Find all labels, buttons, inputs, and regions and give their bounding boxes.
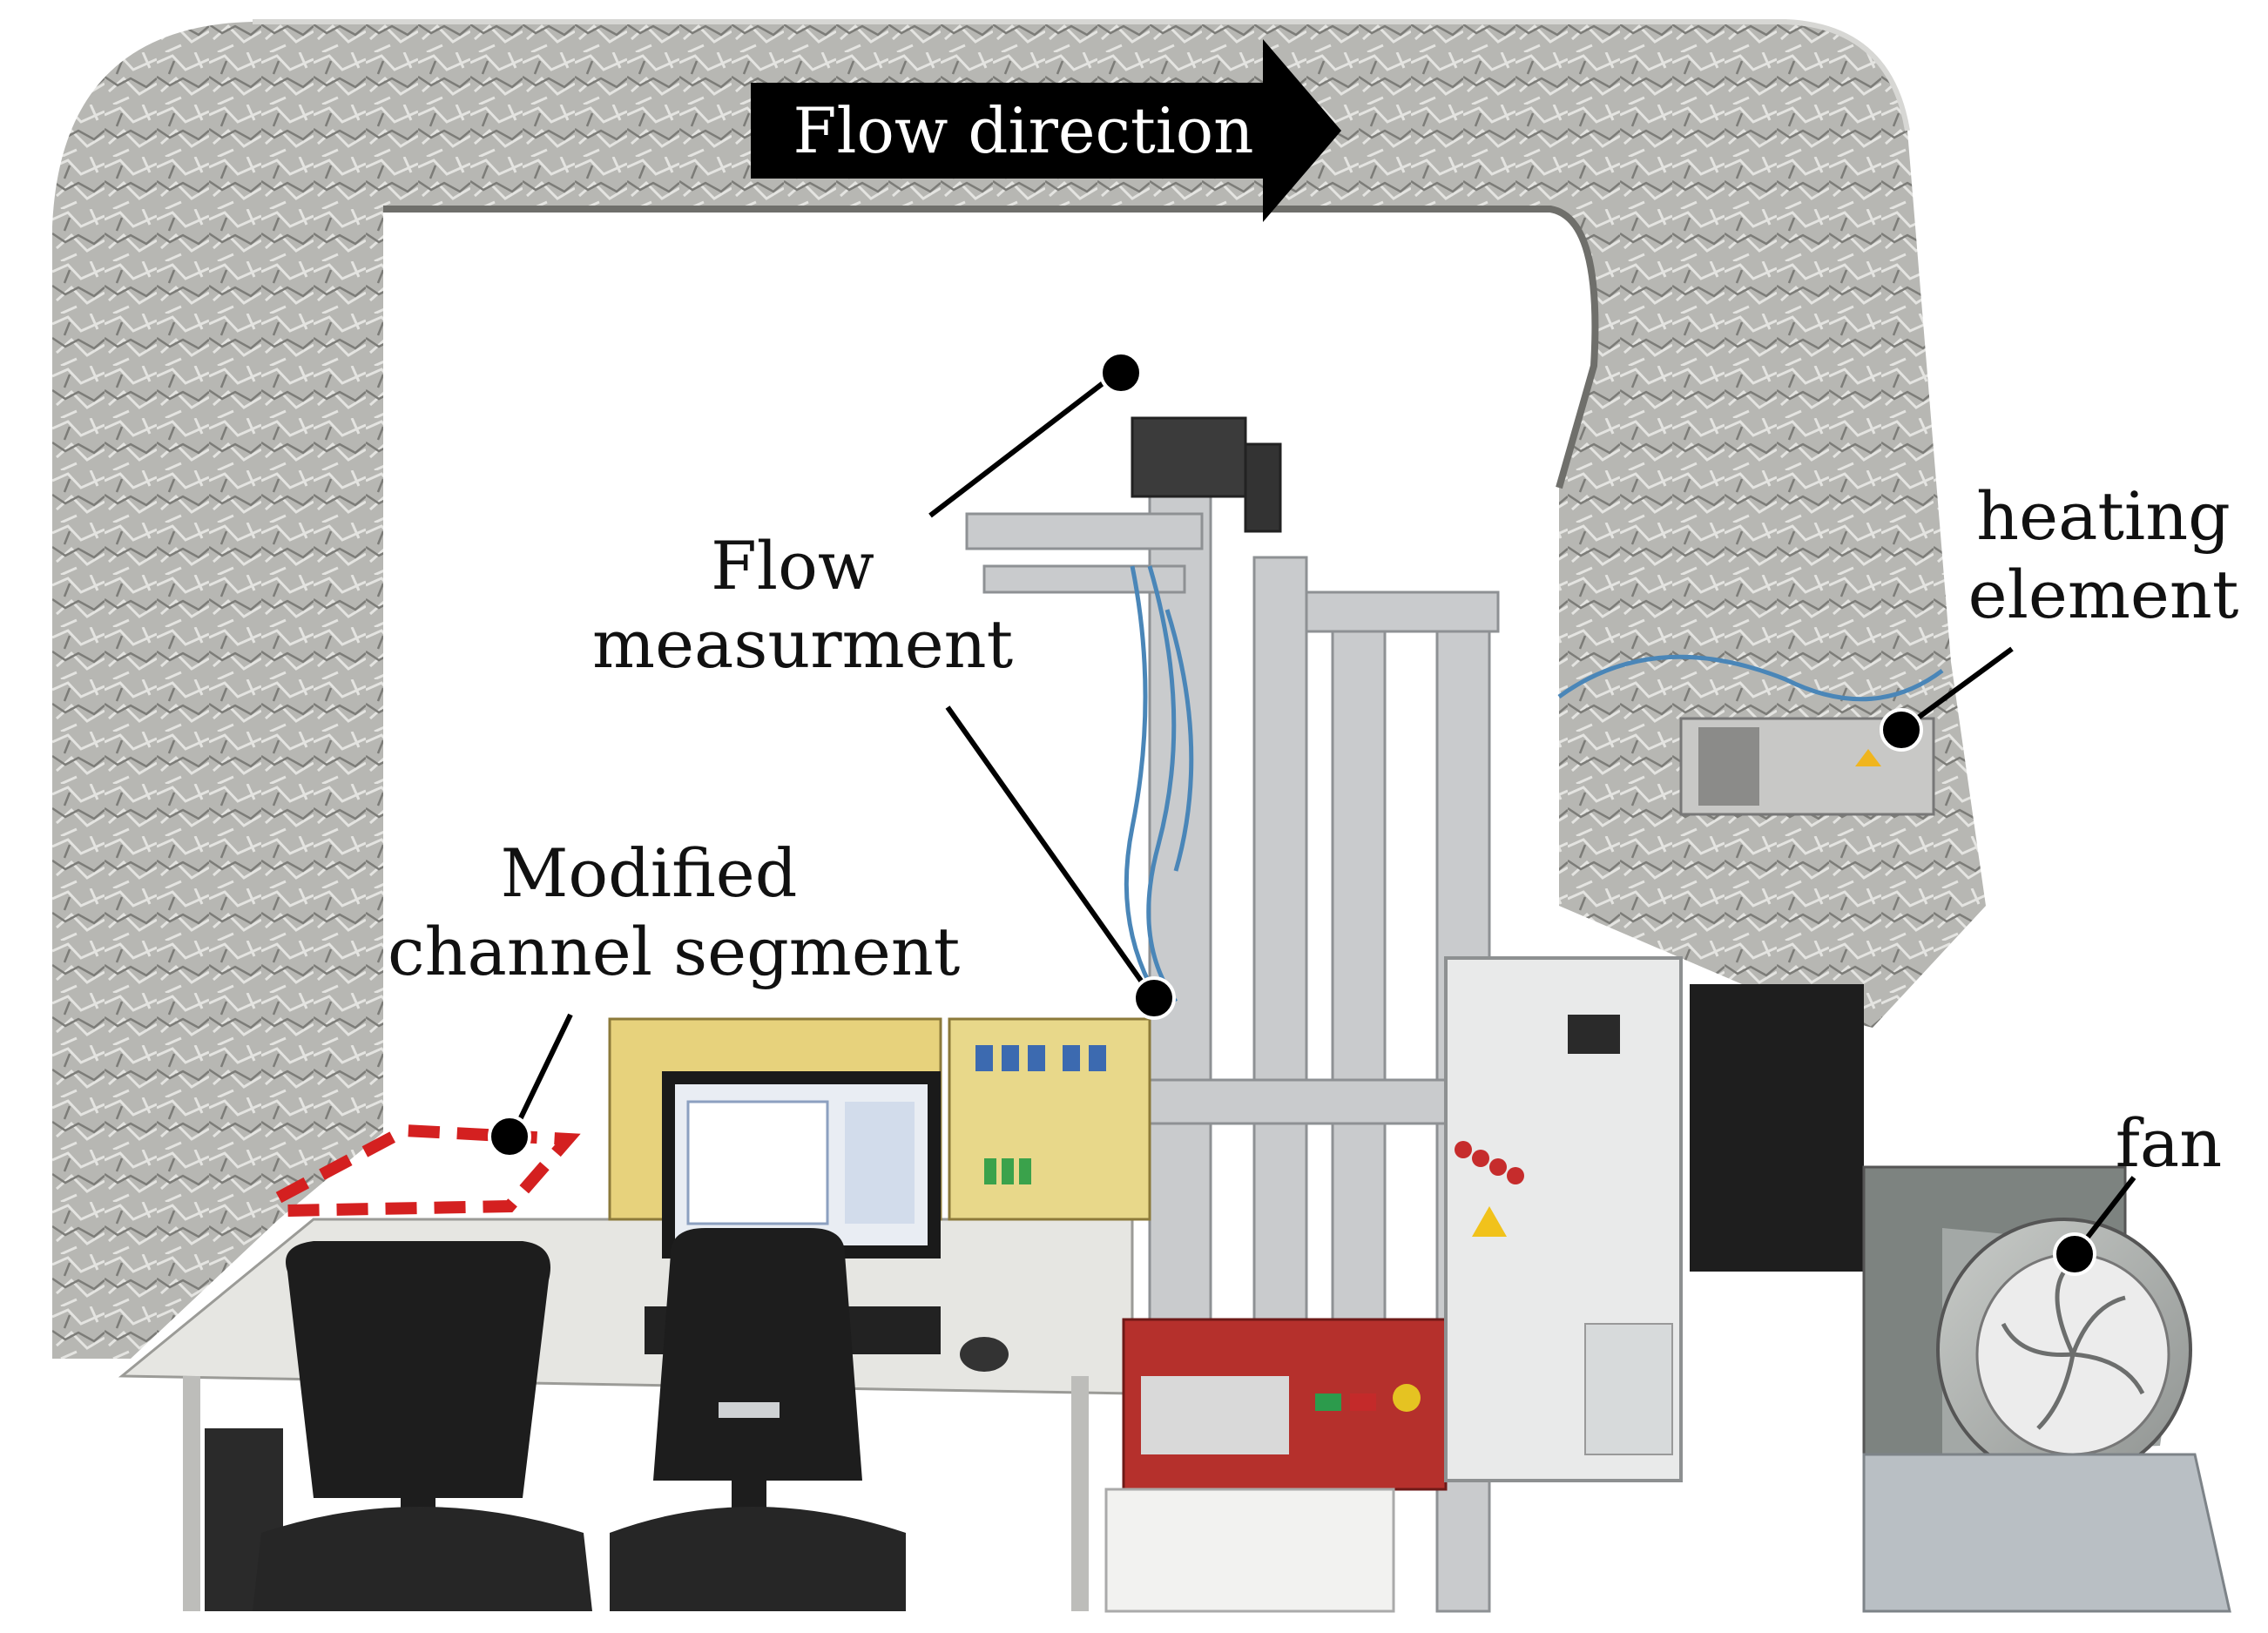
office-chair-left [253,1241,592,1611]
marker-dot [488,1115,531,1158]
office-chair-center [610,1228,906,1611]
leader-line [1906,646,2014,728]
cable-bundle [1124,565,1944,1003]
modified-channel-outline [269,1124,581,1218]
electrical-cabinet [1444,956,1864,1482]
marker-dot [1099,351,1143,395]
fan-label: fan [2090,1104,2247,1183]
flow-direction-label: Flow direction [793,94,1254,167]
leader-line [511,1013,573,1134]
marker-dot [2053,1232,2096,1276]
heating-element-line1: heating [1976,477,2231,555]
heating-element-label: heating element [1964,477,2243,633]
flow-measurement-line2: measurment [592,604,1014,683]
mouse [960,1337,1009,1372]
fan-label-text: fan [2115,1104,2223,1182]
marker-dot [1132,976,1176,1020]
modified-channel-line1: Modified [500,834,798,912]
fan-motor [1862,1165,2231,1613]
control-unit [1104,1318,1448,1613]
leader-line [928,370,1118,518]
leader-line [2077,1176,2136,1249]
leader-line [945,705,1154,997]
flow-direction-arrow [751,39,1341,222]
monitor [662,1071,941,1285]
flow-measurement-label: Flow measurment [592,527,1014,683]
flow-measurement-line1: Flow [711,527,874,604]
insulated-duct [52,19,1986,1359]
marker-dot [1880,708,1923,752]
heating-element-line2: element [1968,555,2239,633]
modified-channel-line2: channel segment [388,912,961,990]
modified-channel-segment-label: Modified channel segment [388,834,961,990]
